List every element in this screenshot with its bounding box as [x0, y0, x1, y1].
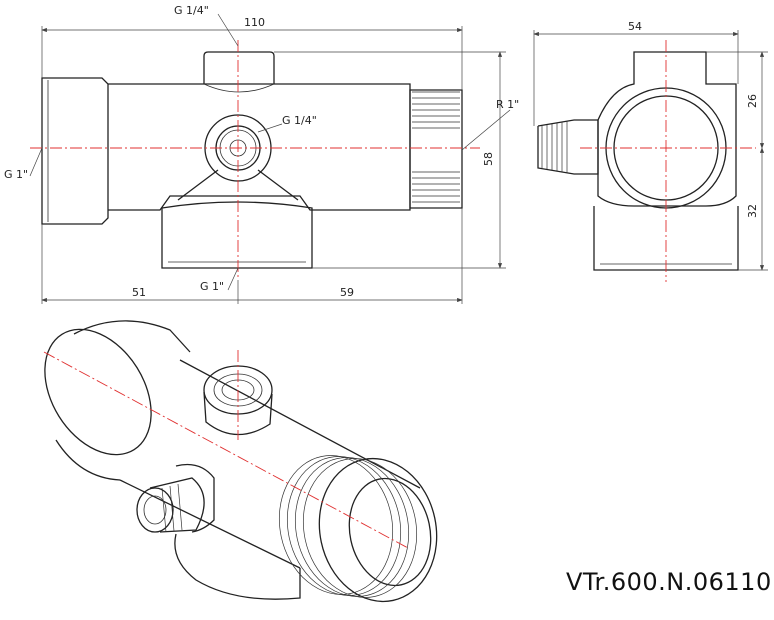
dim-59: 59: [340, 286, 354, 299]
dim-26: 26: [746, 94, 759, 108]
product-code: VTr.600.N.06110: [566, 568, 772, 596]
thread-top-label: G 1/4": [174, 4, 209, 17]
side-view: 54 26 32: [533, 20, 768, 282]
dim-51: 51: [132, 286, 146, 299]
thread-side-label: G 1/4": [282, 114, 317, 127]
thread-bottom-label: G 1": [200, 280, 224, 293]
thread-right-label: R 1": [496, 98, 519, 111]
dim-54: 54: [628, 20, 642, 33]
dim-110: 110: [244, 16, 265, 29]
right-thread-lines: [412, 91, 460, 203]
side-thread-lines: [541, 121, 568, 173]
thread-left-label: G 1": [4, 168, 28, 181]
iso-thread-lines: [278, 455, 418, 598]
dim-58: 58: [482, 152, 495, 166]
dim-32: 32: [746, 204, 759, 218]
front-view: 110 51 59 58 G 1/4" G 1/4" G 1" G 1" R 1…: [4, 4, 519, 304]
isometric-view: [43, 320, 438, 603]
